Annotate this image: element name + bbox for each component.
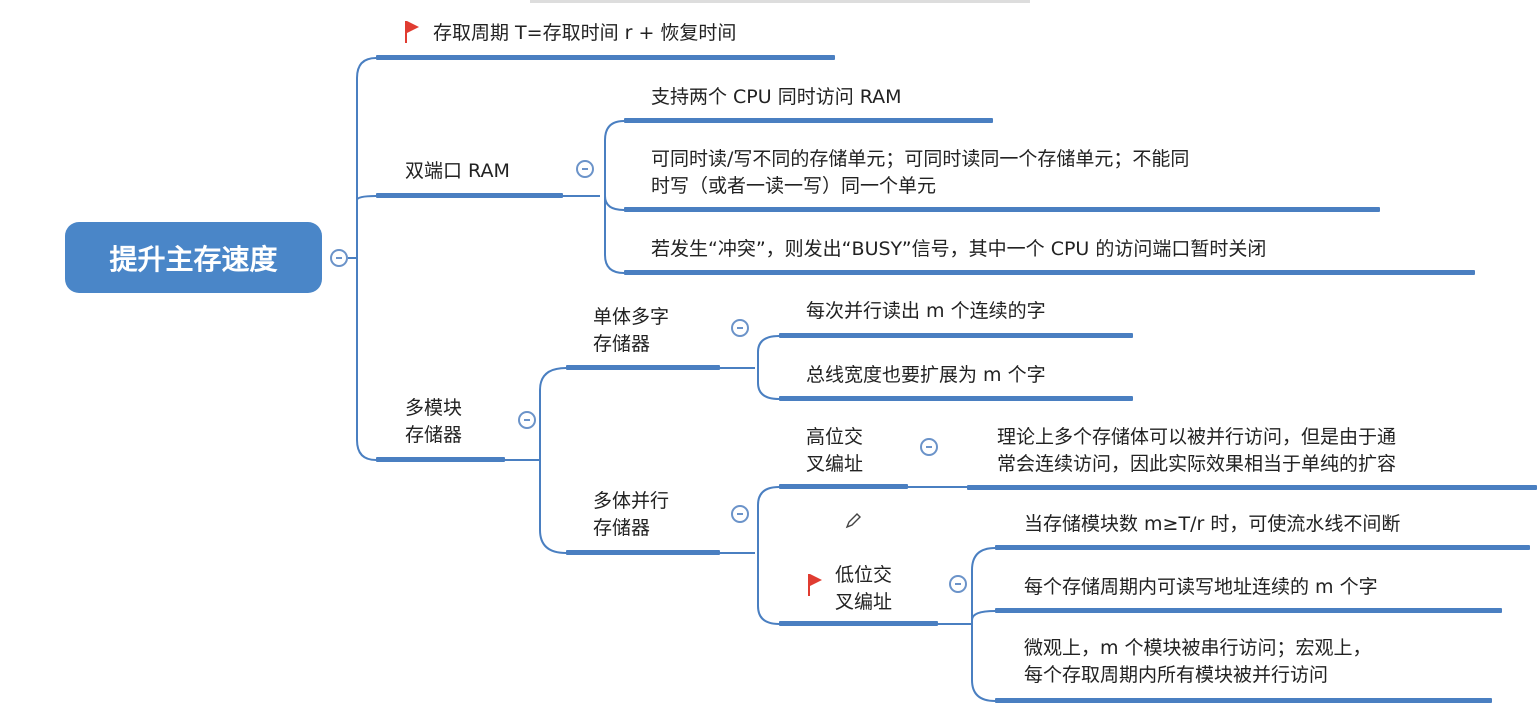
node-underline (566, 365, 720, 370)
node-underline (624, 118, 993, 123)
node-underline (779, 621, 938, 626)
collapse-multi-module-button[interactable] (518, 411, 536, 429)
node-dual-port-child[interactable]: 支持两个 CPU 同时访问 RAM (651, 86, 902, 108)
node-underline (566, 550, 720, 555)
node-low-child[interactable]: 当存储模块数 m≥T/r 时，可使流水线不间断 (1024, 513, 1401, 535)
node-underline (624, 270, 1475, 275)
root-node[interactable]: 提升主存速度 (65, 222, 322, 293)
collapse-single-multi-word-button[interactable] (731, 319, 749, 337)
node-underline (624, 207, 1380, 212)
node-underline (376, 457, 505, 462)
node-underline (995, 545, 1530, 550)
node-underline (995, 608, 1502, 613)
node-access-cycle[interactable]: 存取周期 T=存取时间 r + 恢复时间 (433, 22, 737, 44)
top-edge-toolbar (530, 0, 1030, 3)
pencil-icon[interactable] (843, 511, 863, 531)
flag-icon (808, 574, 822, 596)
node-single-child[interactable]: 每次并行读出 m 个连续的字 (806, 300, 1046, 322)
node-underline (967, 485, 1537, 490)
node-low-child[interactable]: 每个存储周期内可读写地址连续的 m 个字 (1024, 576, 1378, 598)
node-dual-port-ram[interactable]: 双端口 RAM (405, 160, 510, 182)
flag-icon (405, 21, 419, 43)
node-underline (376, 193, 563, 198)
node-low-interleave[interactable]: 低位交 叉编址 (835, 564, 893, 613)
collapse-multi-bank-button[interactable] (731, 505, 749, 523)
node-dual-port-child[interactable]: 若发生“冲突”，则发出“BUSY”信号，其中一个 CPU 的访问端口暂时关闭 (651, 238, 1267, 260)
node-underline (779, 484, 908, 489)
node-low-child[interactable]: 微观上，m 个模块被串行访问；宏观上， 每个存取周期内所有模块被并行访问 (1024, 637, 1372, 686)
node-single-multi-word[interactable]: 单体多字 存储器 (593, 306, 670, 355)
node-dual-port-child[interactable]: 可同时读/写不同的存储单元；可同时读同一个存储单元；不能同 时写（或者一读一写）… (651, 148, 1190, 197)
collapse-root-button[interactable] (330, 249, 348, 267)
node-underline (779, 396, 1133, 401)
node-underline (779, 333, 1133, 338)
collapse-low-interleave-button[interactable] (949, 575, 967, 593)
collapse-high-interleave-button[interactable] (920, 438, 938, 456)
root-label: 提升主存速度 (109, 242, 278, 276)
collapse-dual-port-button[interactable] (576, 160, 594, 178)
node-high-interleave[interactable]: 高位交 叉编址 (806, 426, 864, 475)
node-underline (995, 698, 1492, 703)
node-high-interleave-child[interactable]: 理论上多个存储体可以被并行访问，但是由于通 常会连续访问，因此实际效果相当于单纯… (997, 426, 1397, 475)
node-single-child[interactable]: 总线宽度也要扩展为 m 个字 (806, 364, 1046, 386)
node-underline (376, 55, 835, 60)
node-multi-module[interactable]: 多模块 存储器 (405, 397, 463, 446)
node-multi-bank-parallel[interactable]: 多体并行 存储器 (593, 490, 670, 539)
